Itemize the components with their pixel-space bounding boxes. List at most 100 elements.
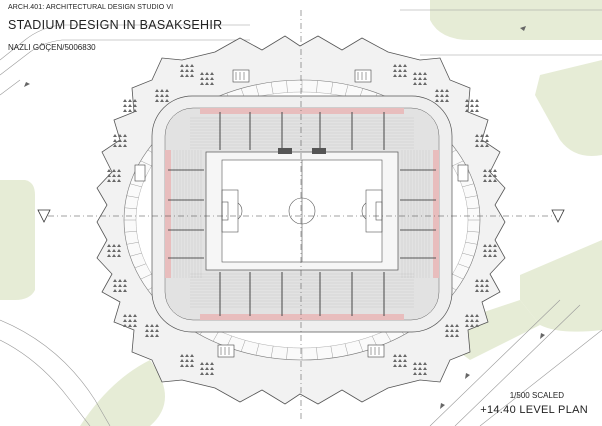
seat-mark: [485, 139, 489, 142]
seat-mark: [485, 279, 489, 282]
seat-mark: [435, 99, 439, 102]
seat-mark: [480, 134, 484, 137]
seat-mark: [393, 69, 397, 72]
seat-mark: [133, 99, 137, 102]
facade-rib: [286, 80, 288, 93]
seat-mark: [117, 179, 121, 182]
seat-mark: [475, 144, 479, 147]
seat-mark: [470, 109, 474, 112]
seat-mark: [480, 284, 484, 287]
section-markers: [37, 209, 565, 223]
seat-mark: [118, 139, 122, 142]
seat-mark: [123, 314, 127, 317]
seat-mark: [435, 94, 439, 97]
seat-mark: [117, 254, 121, 257]
seat-mark: [112, 244, 116, 247]
seat-mark: [413, 372, 417, 375]
seat-mark: [107, 174, 111, 177]
seat-mark: [205, 77, 209, 80]
stand-edge-top: [200, 108, 404, 114]
seat-mark: [133, 104, 137, 107]
seat-mark: [118, 144, 122, 147]
seat-mark: [493, 174, 497, 177]
facade-rib: [330, 346, 334, 358]
seat-mark: [480, 144, 484, 147]
seat-mark: [455, 334, 459, 337]
seat-mark: [485, 289, 489, 292]
seat-mark: [113, 284, 117, 287]
seat-mark: [155, 89, 159, 92]
seat-mark: [413, 72, 417, 75]
seat-mark: [470, 324, 474, 327]
seat-mark: [423, 77, 427, 80]
scale-label: 1/500 SCALED: [509, 391, 564, 400]
seat-mark: [418, 367, 422, 370]
seat-mark: [123, 284, 127, 287]
facade-rib: [467, 230, 480, 233]
seat-mark: [133, 109, 137, 112]
seat-mark: [123, 139, 127, 142]
seat-mark: [185, 364, 189, 367]
seat-mark: [113, 139, 117, 142]
seat-mark: [488, 249, 492, 252]
seat-mark: [107, 244, 111, 247]
seat-mark: [118, 289, 122, 292]
facade-rib: [467, 207, 480, 210]
facade-rib: [462, 252, 474, 257]
seat-mark: [112, 169, 116, 172]
seat-mark: [155, 329, 159, 332]
seat-mark: [393, 74, 397, 77]
seat-mark: [123, 319, 127, 322]
facade-rib: [344, 84, 349, 97]
seat-mark: [155, 94, 159, 97]
seat-mark: [475, 99, 479, 102]
seat-mark: [493, 249, 497, 252]
facade-rib: [240, 340, 246, 352]
seat-mark: [418, 72, 422, 75]
section-axes: [48, 10, 556, 422]
seat-mark: [200, 372, 204, 375]
seat-mark: [488, 174, 492, 177]
seat-mark: [470, 99, 474, 102]
seat-mark: [180, 354, 184, 357]
facade-rib: [255, 343, 260, 356]
stair-cores: [134, 69, 469, 358]
seat-mark: [475, 319, 479, 322]
seat-mark: [185, 64, 189, 67]
seat-mark: [155, 99, 159, 102]
seat-mark: [445, 324, 449, 327]
seat-mark: [483, 169, 487, 172]
seat-mark: [440, 99, 444, 102]
seat-mark: [403, 69, 407, 72]
seat-mark: [475, 284, 479, 287]
seat-mark: [413, 82, 417, 85]
facade-rib: [316, 347, 318, 360]
seat-mark: [493, 254, 497, 257]
seat-mark: [418, 77, 422, 80]
seat-mark: [403, 359, 407, 362]
seat-mark: [398, 354, 402, 357]
seat-mark: [413, 367, 417, 370]
seat-mark: [150, 324, 154, 327]
seat-mark: [423, 82, 427, 85]
seat-mark: [483, 254, 487, 257]
facade-rib: [140, 273, 152, 280]
seat-mark: [423, 372, 427, 375]
seat-mark: [488, 179, 492, 182]
seat-mark: [403, 364, 407, 367]
seat-mark: [107, 169, 111, 172]
facade-rib: [344, 343, 349, 356]
football-pitch: [221, 159, 383, 263]
seat-mark: [128, 314, 132, 317]
seat-mark: [483, 249, 487, 252]
seat-mark: [445, 94, 449, 97]
seat-mark: [440, 94, 444, 97]
seat-mark: [123, 289, 127, 292]
facade-rib: [255, 84, 260, 97]
seat-mark: [423, 72, 427, 75]
seat-mark: [145, 329, 149, 332]
facade-rib: [130, 252, 142, 257]
facade-rib: [465, 195, 478, 198]
seat-mark: [398, 64, 402, 67]
